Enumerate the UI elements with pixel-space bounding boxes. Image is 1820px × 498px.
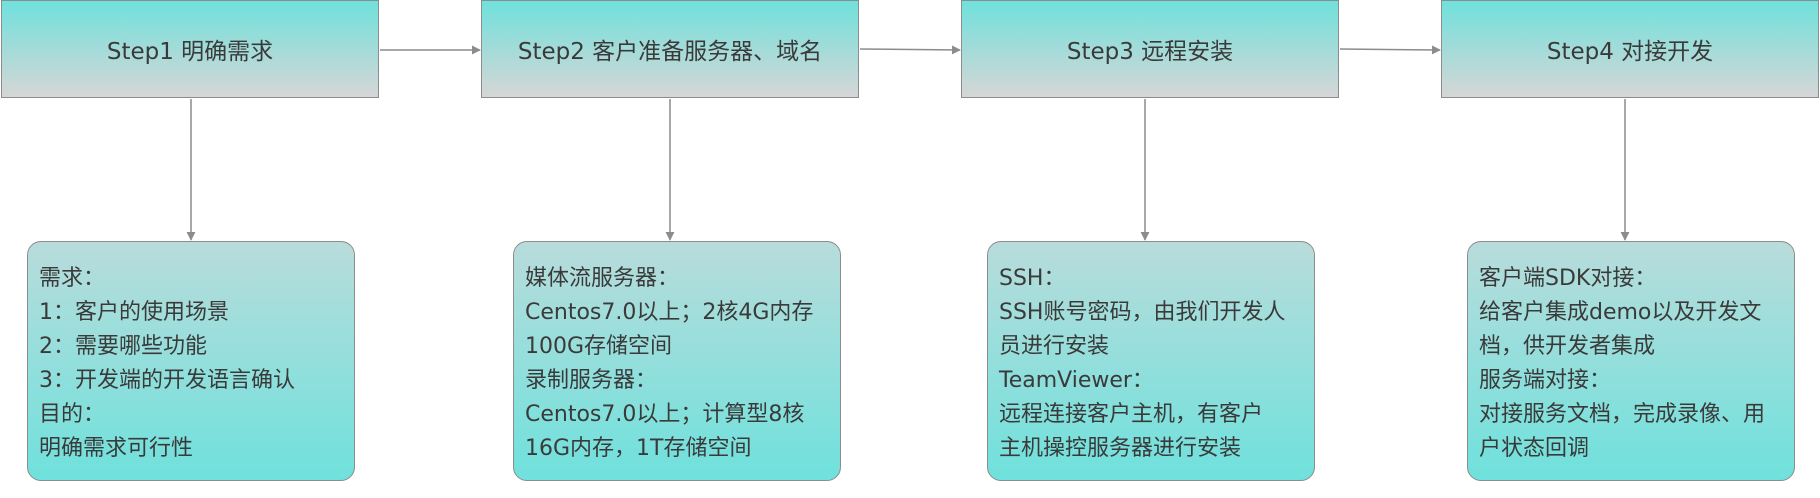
step1-box: Step1 明确需求 — [1, 0, 379, 98]
step3-detail-line: 远程连接客户主机，有客户 — [999, 402, 1264, 427]
step1-detail-line: 2：需要哪些功能 — [39, 334, 207, 359]
step4-detail-line: 档，供开发者集成 — [1479, 334, 1656, 359]
step2-detail-line: 16G内存，1T存储空间 — [525, 436, 752, 461]
step2-detail-box: 媒体流服务器： Centos7.0以上；2核4G内存 100G存储空间 录制服务… — [513, 241, 841, 481]
step2-detail-line: 100G存储空间 — [525, 334, 673, 359]
step1-title: Step1 明确需求 — [106, 39, 274, 65]
step3-detail-box: SSH： SSH账号密码，由我们开发人 员进行安装 TeamViewer： 远程… — [987, 241, 1315, 481]
step1-detail-box: 需求： 1：客户的使用场景 2：需要哪些功能 3：开发端的开发语言确认 目的： … — [27, 241, 355, 481]
step1-detail-line: 1：客户的使用场景 — [39, 300, 229, 325]
step4-detail-line: 客户端SDK对接： — [1479, 266, 1657, 291]
step4-box: Step4 对接开发 — [1441, 0, 1819, 98]
arrow-step3-to-step4 — [1339, 45, 1441, 55]
step2-detail-line: 录制服务器： — [525, 368, 658, 393]
step1-detail-line: 目的： — [39, 402, 106, 427]
step4-detail-box: 客户端SDK对接： 给客户集成demo以及开发文 档，供开发者集成 服务端对接：… — [1467, 241, 1795, 481]
step3-detail-line: SSH： — [999, 266, 1066, 291]
step3-detail-line: 主机操控服务器进行安装 — [999, 436, 1242, 461]
step4-detail-line: 对接服务文档，完成录像、用 — [1479, 402, 1766, 427]
step1-detail-line: 需求： — [39, 266, 106, 291]
step3-detail-line: 员进行安装 — [999, 334, 1110, 359]
step2-box: Step2 客户准备服务器、域名 — [481, 0, 859, 98]
step1-detail-line: 明确需求可行性 — [39, 436, 194, 461]
step2-detail-line: Centos7.0以上；计算型8核 — [525, 402, 805, 427]
step2-detail-line: Centos7.0以上；2核4G内存 — [525, 300, 814, 325]
step3-title: Step3 远程安装 — [1066, 39, 1234, 65]
step3-box: Step3 远程安装 — [961, 0, 1339, 98]
step1-detail-line: 3：开发端的开发语言确认 — [39, 368, 295, 393]
step2-title: Step2 客户准备服务器、域名 — [517, 39, 823, 65]
step3-detail-line: SSH账号密码，由我们开发人 — [999, 300, 1286, 325]
step4-detail-line: 服务端对接： — [1479, 368, 1612, 393]
arrow-step2-to-step3 — [859, 45, 961, 55]
step4-detail-line: 给客户集成demo以及开发文 — [1479, 300, 1762, 325]
step3-detail-line: TeamViewer： — [999, 368, 1154, 393]
step4-detail-line: 户状态回调 — [1479, 436, 1590, 461]
step2-detail-line: 媒体流服务器： — [525, 266, 680, 291]
step4-title: Step4 对接开发 — [1546, 39, 1714, 65]
